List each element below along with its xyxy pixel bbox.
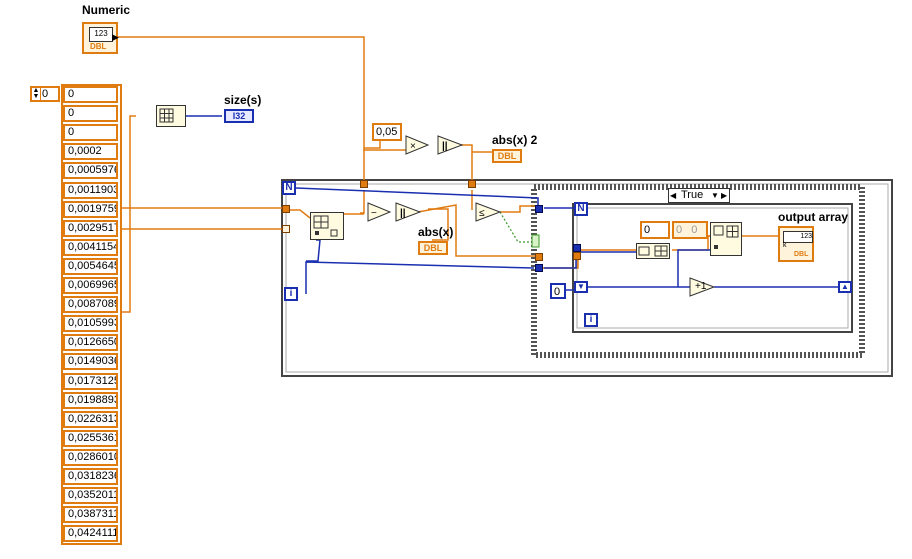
init-array-value: 0 [676,224,683,236]
output-array-indicator[interactable]: 123 k DBL [778,226,814,262]
tunnel [535,264,543,272]
multiply-node [405,135,430,155]
chevron-down-icon[interactable]: ▼ [711,191,719,200]
array-index-icon: k [783,242,787,249]
tunnel [535,205,543,213]
output-arrow-icon: ▶ [112,32,119,42]
array-element[interactable]: 0,0173125 [63,372,118,390]
numeric-repr: DBL [90,42,107,51]
case-selector[interactable]: ◀ True ▼ ▶ [668,188,730,203]
array-index-control[interactable]: ▲▼ 0 [30,86,60,102]
array-element[interactable]: 0,0019759 [63,200,118,218]
tunnel [468,180,476,188]
abs-indicator[interactable]: DBL [418,241,448,255]
array-element[interactable]: 0,0029517 [63,219,118,237]
abs2-indicator[interactable]: DBL [492,149,522,163]
array-element[interactable]: 0,0424111 [63,525,118,543]
init-constant[interactable]: 0 [640,221,670,239]
array-element[interactable]: 0,0005976 [63,162,118,180]
abs2-label: abs(x) 2 [492,133,538,147]
size-label: size(s) [224,93,262,107]
array-element[interactable]: 0,0011903 [63,181,118,199]
zero-shift-constant[interactable]: 0 [550,283,566,299]
array-element[interactable]: 0,0087089 [63,296,118,314]
tunnel [535,253,543,261]
increment-node [689,277,716,297]
abs-label: abs(x) [418,225,454,239]
case-selector-value: True [681,189,704,201]
output-array-type: 123 [783,231,813,243]
inner-iteration-terminal: i [584,313,598,327]
array-element[interactable]: 0,0318236 [63,468,118,485]
array-element[interactable]: 0,0054645 [63,257,118,275]
array-element[interactable]: 0,0002 [63,143,118,161]
compare-node [475,202,502,222]
array-element[interactable]: 0,0226313 [63,410,118,428]
numeric-control[interactable]: 123 DBL ▶ [82,22,119,54]
svg-text:≤: ≤ [479,208,485,219]
array-element[interactable]: 0,0126650 [63,334,118,352]
array-element[interactable]: 0 [63,105,118,123]
init-array-constant[interactable]: 0 0 [672,221,708,239]
svg-text:×: × [410,141,416,152]
array-size-icon [159,108,174,123]
tunnel [282,225,290,233]
spin-arrows-icon[interactable]: ▲▼ [32,87,41,100]
array-element[interactable]: 0,0352011 [63,487,118,505]
array-element[interactable]: 0,0255361 [63,429,118,447]
numeric-label: Numeric [82,3,131,17]
increment-label: +1 [695,281,707,292]
array-element[interactable]: 0 [63,86,118,103]
array-element[interactable]: 0,0069965 [63,277,118,294]
tunnel [573,252,581,260]
build-array-icon [638,245,668,257]
tunnel [282,205,290,213]
output-array-label: output array [778,210,849,224]
inner-count-terminal[interactable]: N [574,202,588,216]
abs-node [395,202,422,222]
tolerance-constant[interactable]: 0,05 [372,123,402,141]
subtract-node [367,202,392,222]
svg-text:||: || [442,141,448,152]
numeric-type: 123 [89,27,113,42]
init-constant-value: 0 [644,224,651,236]
svg-text:||: || [400,208,406,219]
index-array-node[interactable] [310,212,344,240]
array-element[interactable]: 0,0149036 [63,353,118,371]
outer-count-terminal[interactable]: N [282,181,296,195]
array-size-node[interactable] [156,105,186,127]
case-structure-frame [531,184,865,358]
outer-iteration-terminal: i [284,287,298,301]
outer-for-loop-frame [281,179,893,377]
array-element[interactable]: 0,0105993 [63,315,118,333]
array-index-value: 0 [42,88,49,100]
shift-register-left: ▼ [574,281,588,293]
replace-array-icon [713,225,739,249]
replace-array-node[interactable] [710,222,742,256]
tunnel [360,180,368,188]
build-array-node[interactable] [636,243,670,259]
array-element[interactable]: 0,0286010 [63,448,118,466]
tunnel [573,244,581,252]
svg-text:−: − [371,208,377,219]
prev-case-arrow-icon[interactable]: ◀ [670,191,677,200]
array-element[interactable]: 0,0041154 [63,238,118,256]
shift-register-right: ▲ [838,281,852,293]
size-indicator[interactable]: I32 [224,109,254,123]
init-array-value-2: 0 [691,224,698,236]
output-array-repr: DBL [794,251,809,258]
next-case-arrow-icon[interactable]: ▶ [721,191,728,200]
index-array-icon [313,215,338,237]
abs2-node [437,135,464,155]
array-element[interactable]: 0,0387311 [63,506,118,524]
array-element[interactable]: 0,0198893 [63,391,118,409]
array-element[interactable]: 0 [63,124,118,142]
